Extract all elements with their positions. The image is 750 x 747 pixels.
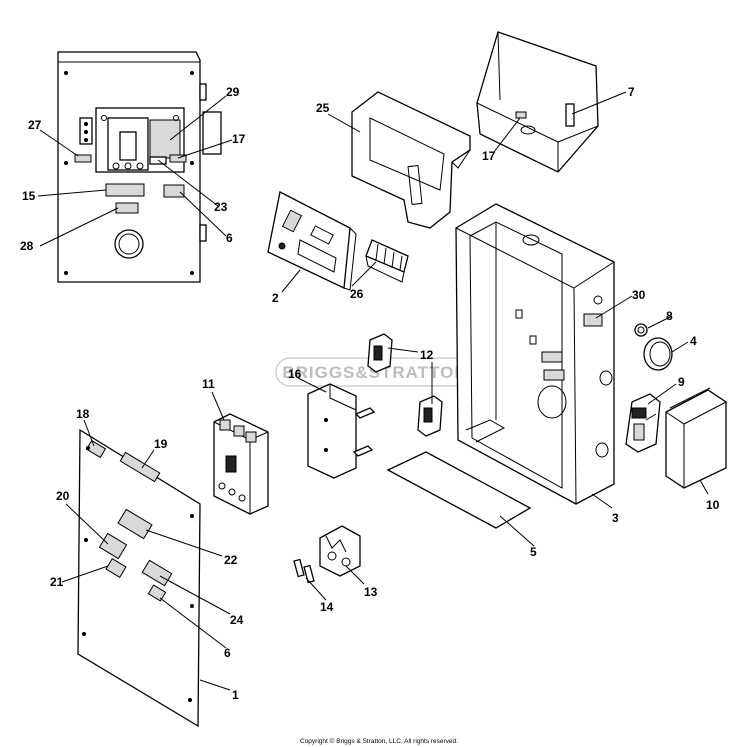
part-3-enclosure [455, 203, 615, 505]
part-8-plug [634, 323, 648, 337]
callout-13: 13 [364, 585, 378, 599]
assembled-panel-view [57, 51, 222, 283]
part-7-cover [476, 31, 599, 173]
callout-16: 16 [288, 367, 302, 381]
callout-11: 11 [202, 377, 215, 391]
callout-4: 4 [690, 334, 697, 348]
callouts: 27 29 17 15 23 28 6 25 17 7 2 26 30 8 4 … [20, 85, 720, 702]
part-16-mount [307, 383, 376, 479]
callout-15: 15 [22, 189, 36, 203]
part-4-bushing [643, 337, 673, 371]
callout-17: 17 [482, 149, 496, 163]
callout-5: 5 [530, 545, 537, 559]
callout-25: 25 [316, 101, 330, 115]
part-12-brackets [367, 333, 443, 437]
callout-6: 6 [226, 231, 233, 245]
part-9-module [625, 393, 661, 453]
callout-1: 1 [232, 688, 239, 702]
callout-17: 17 [232, 132, 246, 146]
callout-30: 30 [632, 288, 646, 302]
callout-24: 24 [230, 613, 244, 627]
callout-20: 20 [56, 489, 70, 503]
part-13-fuse-holder [319, 525, 361, 577]
callout-8: 8 [666, 309, 673, 323]
callout-21: 21 [50, 575, 64, 589]
copyright-notice: Copyright © Briggs & Stratton, LLC. All … [300, 738, 458, 745]
callout-9: 9 [678, 375, 685, 389]
leader-lines [37, 91, 709, 691]
watermark-text: BRIGGS&STRATTON [282, 363, 467, 382]
part-14-fuses [293, 558, 315, 584]
callout-7: 7 [628, 85, 635, 99]
callout-26: 26 [350, 287, 364, 301]
callout-29: 29 [226, 85, 240, 99]
callout-6: 6 [224, 646, 231, 660]
callout-2: 2 [272, 291, 279, 305]
callout-19: 19 [154, 437, 168, 451]
callout-3: 3 [612, 511, 619, 525]
part-10-box [665, 387, 727, 489]
callout-22: 22 [224, 553, 238, 567]
part-1-front-panel [77, 428, 201, 728]
callout-12: 12 [420, 348, 434, 362]
callout-14: 14 [320, 600, 334, 614]
callout-28: 28 [20, 239, 34, 253]
part-2-controller [267, 191, 357, 291]
callout-27: 27 [28, 118, 42, 132]
callout-18: 18 [76, 407, 90, 421]
callout-23: 23 [214, 200, 228, 214]
part-11-breaker [213, 413, 269, 515]
part-26-connector [365, 239, 409, 283]
part-5-plate [386, 451, 532, 529]
callout-10: 10 [706, 498, 720, 512]
part-25-bracket [351, 91, 471, 229]
